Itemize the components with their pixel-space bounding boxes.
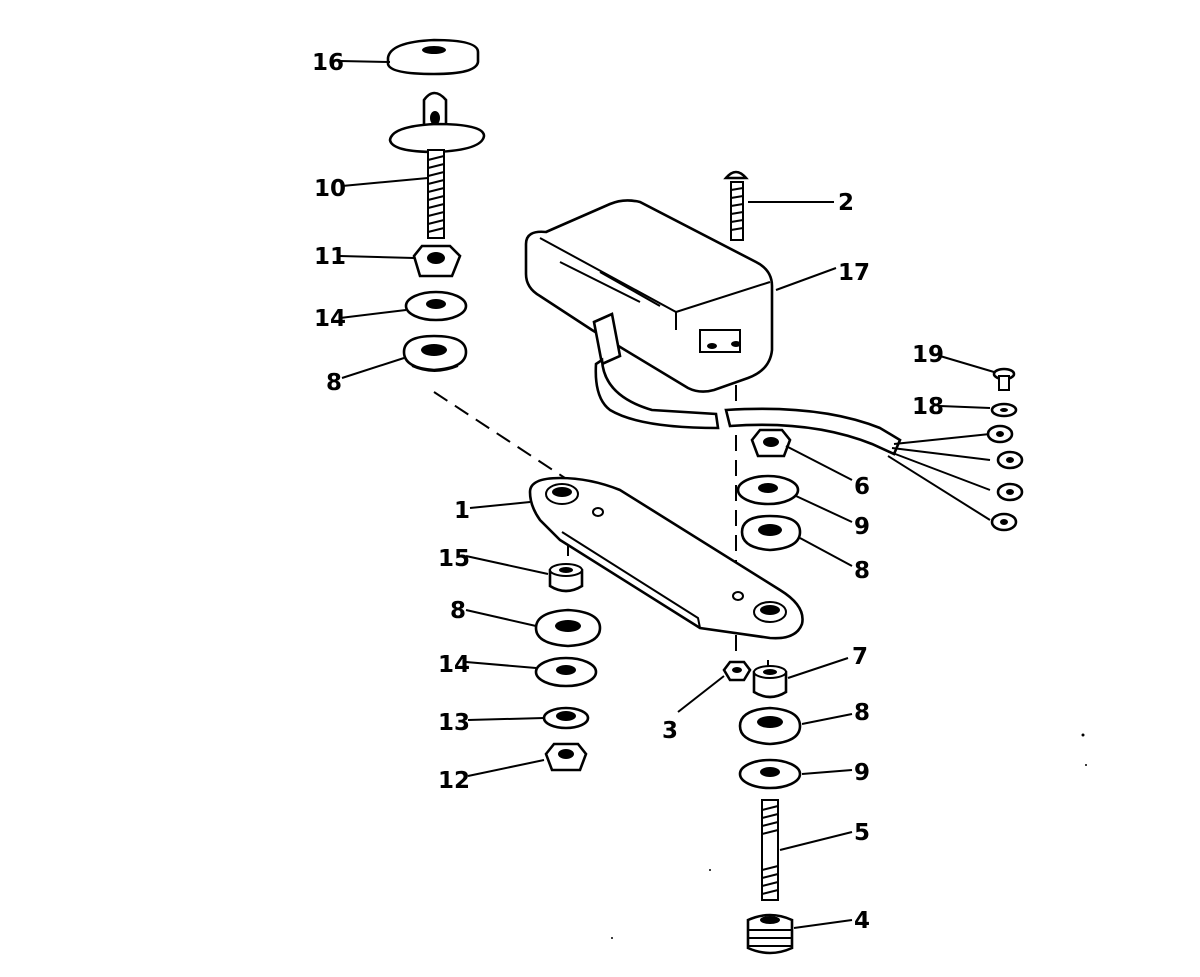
part-18-small-washer <box>990 402 1018 418</box>
part-1-bracket-plate <box>528 476 804 640</box>
part-8-grommet-right-lower <box>738 706 802 746</box>
part-16-washer <box>386 38 480 76</box>
part-6-nut <box>750 428 792 458</box>
callout-13: 13 <box>438 710 470 736</box>
callout-14-lower: 14 <box>438 652 470 678</box>
callout-7: 7 <box>852 644 868 670</box>
callout-10: 10 <box>314 176 346 202</box>
part-8-grommet-right-upper <box>740 514 802 552</box>
callout-8-upper-left: 8 <box>326 370 342 396</box>
wire-harness <box>724 407 1024 532</box>
callout-17: 17 <box>838 260 870 286</box>
part-12-nut <box>544 742 588 772</box>
callout-5: 5 <box>854 820 870 846</box>
callout-12: 12 <box>438 768 470 794</box>
part-9-washer-upper <box>736 474 800 506</box>
callout-1: 1 <box>454 498 470 524</box>
callout-8-lower-right: 8 <box>854 700 870 726</box>
callout-9-lower: 9 <box>854 760 870 786</box>
leader-lines <box>339 60 995 929</box>
part-2-screw <box>723 170 749 241</box>
part-15-spacer <box>548 563 584 593</box>
callout-15: 15 <box>438 546 470 572</box>
part-5-stud <box>761 799 779 901</box>
part-19-small-screw <box>992 367 1016 391</box>
bolt-10-threads <box>427 155 445 233</box>
callout-18: 18 <box>912 394 944 420</box>
part-17-module-housing <box>524 199 774 430</box>
callout-3: 3 <box>662 718 678 744</box>
part-14-washer-upper <box>404 290 468 322</box>
callout-14-upper: 14 <box>314 306 346 332</box>
part-8-grommet-upper <box>402 334 468 372</box>
callout-8-upper-right: 8 <box>854 558 870 584</box>
part-7-spacer <box>752 665 788 699</box>
part-4-coupling-nut <box>746 913 794 955</box>
part-13-lock-washer <box>542 706 590 730</box>
part-10-eye-bolt <box>388 91 486 239</box>
part-3-small-nut <box>722 660 752 682</box>
part-11-nut <box>412 244 462 278</box>
callout-4: 4 <box>854 908 870 934</box>
part-8-grommet-left-lower <box>534 608 602 648</box>
callout-2: 2 <box>838 190 854 216</box>
callout-labels: 16 10 11 14 8 2 17 19 18 6 9 8 1 15 8 14… <box>312 50 944 934</box>
callout-6: 6 <box>854 474 870 500</box>
callout-8-lower-left: 8 <box>450 598 466 624</box>
part-9-washer-lower <box>738 758 802 790</box>
scan-specks <box>611 733 1087 939</box>
callout-11: 11 <box>314 244 346 270</box>
callout-9-upper: 9 <box>854 514 870 540</box>
callout-19: 19 <box>912 342 944 368</box>
part-14-washer-lower <box>534 656 598 688</box>
callout-16: 16 <box>312 50 344 76</box>
